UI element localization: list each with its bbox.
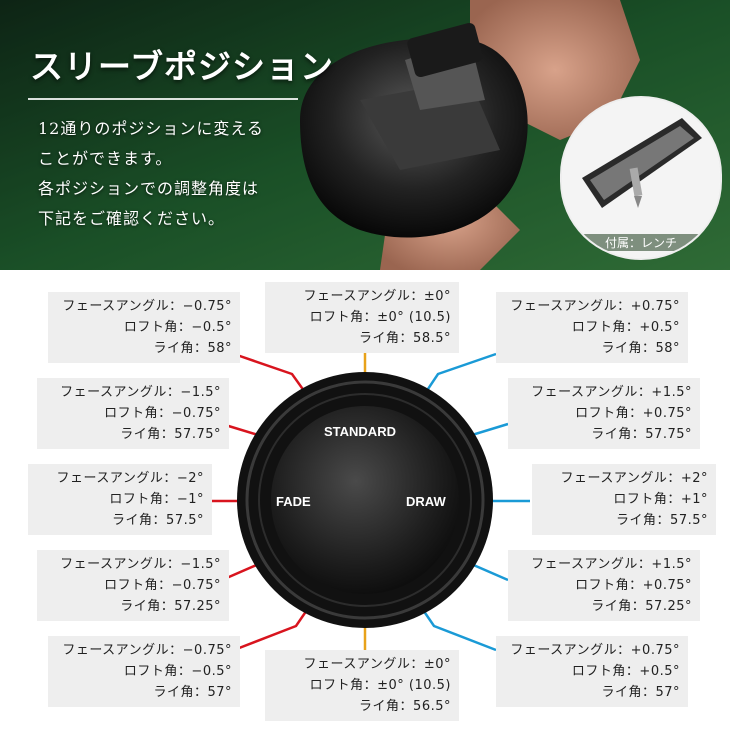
- face-angle: フェースアングル：+2°: [560, 471, 708, 486]
- loft-angle: ロフト角：−0.75°: [104, 578, 221, 593]
- dial-label-standard: STANDARD: [324, 424, 396, 439]
- position-box: フェースアングル：±0° ロフト角：±0° (10.5) ライ角：58.5°: [265, 282, 459, 353]
- lie-angle: ライ角：57.75°: [120, 427, 221, 442]
- page-title: スリーブポジション: [30, 47, 335, 86]
- position-box: フェースアングル：±0° ロフト角：±0° (10.5) ライ角：56.5°: [265, 650, 459, 721]
- description-line: 下記をご確認ください。: [38, 209, 226, 228]
- loft-angle: ロフト角：−0.5°: [123, 320, 232, 335]
- wrench-icon: [562, 98, 720, 258]
- position-box: フェースアングル：+0.75° ロフト角：+0.5° ライ角：58°: [496, 292, 688, 363]
- loft-angle: ロフト角：−0.75°: [104, 406, 221, 421]
- description: 12通りのポジションに変える ことができます。 各ポジションでの調整角度は 下記…: [38, 114, 264, 234]
- lie-angle: ライ角：56.5°: [359, 699, 451, 714]
- face-angle: フェースアングル：−2°: [56, 471, 204, 486]
- loft-angle: ロフト角：−0.5°: [123, 664, 232, 679]
- wrench-photo: 付属：レンチ: [560, 96, 722, 260]
- lie-angle: ライ角：57.25°: [120, 599, 221, 614]
- lie-angle: ライ角：57°: [601, 685, 680, 700]
- loft-angle: ロフト角：±0° (10.5): [309, 678, 451, 693]
- loft-angle: ロフト角：−1°: [109, 492, 204, 507]
- dial-label-fade: FADE: [276, 494, 311, 509]
- position-box: フェースアングル：−2° ロフト角：−1° ライ角：57.5°: [28, 464, 212, 535]
- lie-angle: ライ角：57°: [153, 685, 232, 700]
- lie-angle: ライ角：57.75°: [591, 427, 692, 442]
- description-line: 各ポジションでの調整角度は: [38, 179, 260, 198]
- loft-angle: ロフト角：+1°: [613, 492, 708, 507]
- loft-angle: ロフト角：+0.5°: [571, 664, 680, 679]
- wrench-caption: 付属：レンチ: [562, 234, 720, 251]
- description-line: ことができます。: [38, 149, 173, 168]
- loft-angle: ロフト角：±0° (10.5): [309, 310, 451, 325]
- lie-angle: ライ角：57.5°: [616, 513, 708, 528]
- face-angle: フェースアングル：−0.75°: [62, 299, 232, 314]
- face-angle: フェースアングル：+0.75°: [510, 643, 680, 658]
- loft-angle: ロフト角：+0.75°: [575, 406, 692, 421]
- dial-face: [271, 406, 459, 594]
- position-box: フェースアングル：−1.5° ロフト角：−0.75° ライ角：57.75°: [37, 378, 229, 449]
- face-angle: フェースアングル：±0°: [303, 289, 451, 304]
- loft-angle: ロフト角：+0.5°: [571, 320, 680, 335]
- position-box: フェースアングル：−1.5° ロフト角：−0.75° ライ角：57.25°: [37, 550, 229, 621]
- lie-angle: ライ角：58°: [601, 341, 680, 356]
- dial-label-draw: DRAW: [406, 494, 446, 509]
- face-angle: フェースアングル：−0.75°: [62, 643, 232, 658]
- face-angle: フェースアングル：+1.5°: [531, 557, 692, 572]
- lie-angle: ライ角：58°: [153, 341, 232, 356]
- loft-angle: ロフト角：+0.75°: [575, 578, 692, 593]
- position-box: フェースアングル：+1.5° ロフト角：+0.75° ライ角：57.25°: [508, 550, 700, 621]
- position-box: フェースアングル：+0.75° ロフト角：+0.5° ライ角：57°: [496, 636, 688, 707]
- lie-angle: ライ角：57.5°: [112, 513, 204, 528]
- position-box: フェースアングル：+1.5° ロフト角：+0.75° ライ角：57.75°: [508, 378, 700, 449]
- position-box: フェースアングル：−0.75° ロフト角：−0.5° ライ角：57°: [48, 636, 240, 707]
- position-box: フェースアングル：−0.75° ロフト角：−0.5° ライ角：58°: [48, 292, 240, 363]
- face-angle: フェースアングル：−1.5°: [60, 557, 221, 572]
- face-angle: フェースアングル：+0.75°: [510, 299, 680, 314]
- lie-angle: ライ角：57.25°: [591, 599, 692, 614]
- face-angle: フェースアングル：±0°: [303, 657, 451, 672]
- description-line: 12通りのポジションに変える: [38, 119, 264, 138]
- lie-angle: ライ角：58.5°: [359, 331, 451, 346]
- hero-banner: スリーブポジション 12通りのポジションに変える ことができます。 各ポジション…: [0, 0, 730, 270]
- face-angle: フェースアングル：−1.5°: [60, 385, 221, 400]
- title-divider: [28, 98, 298, 100]
- position-box: フェースアングル：+2° ロフト角：+1° ライ角：57.5°: [532, 464, 716, 535]
- face-angle: フェースアングル：+1.5°: [531, 385, 692, 400]
